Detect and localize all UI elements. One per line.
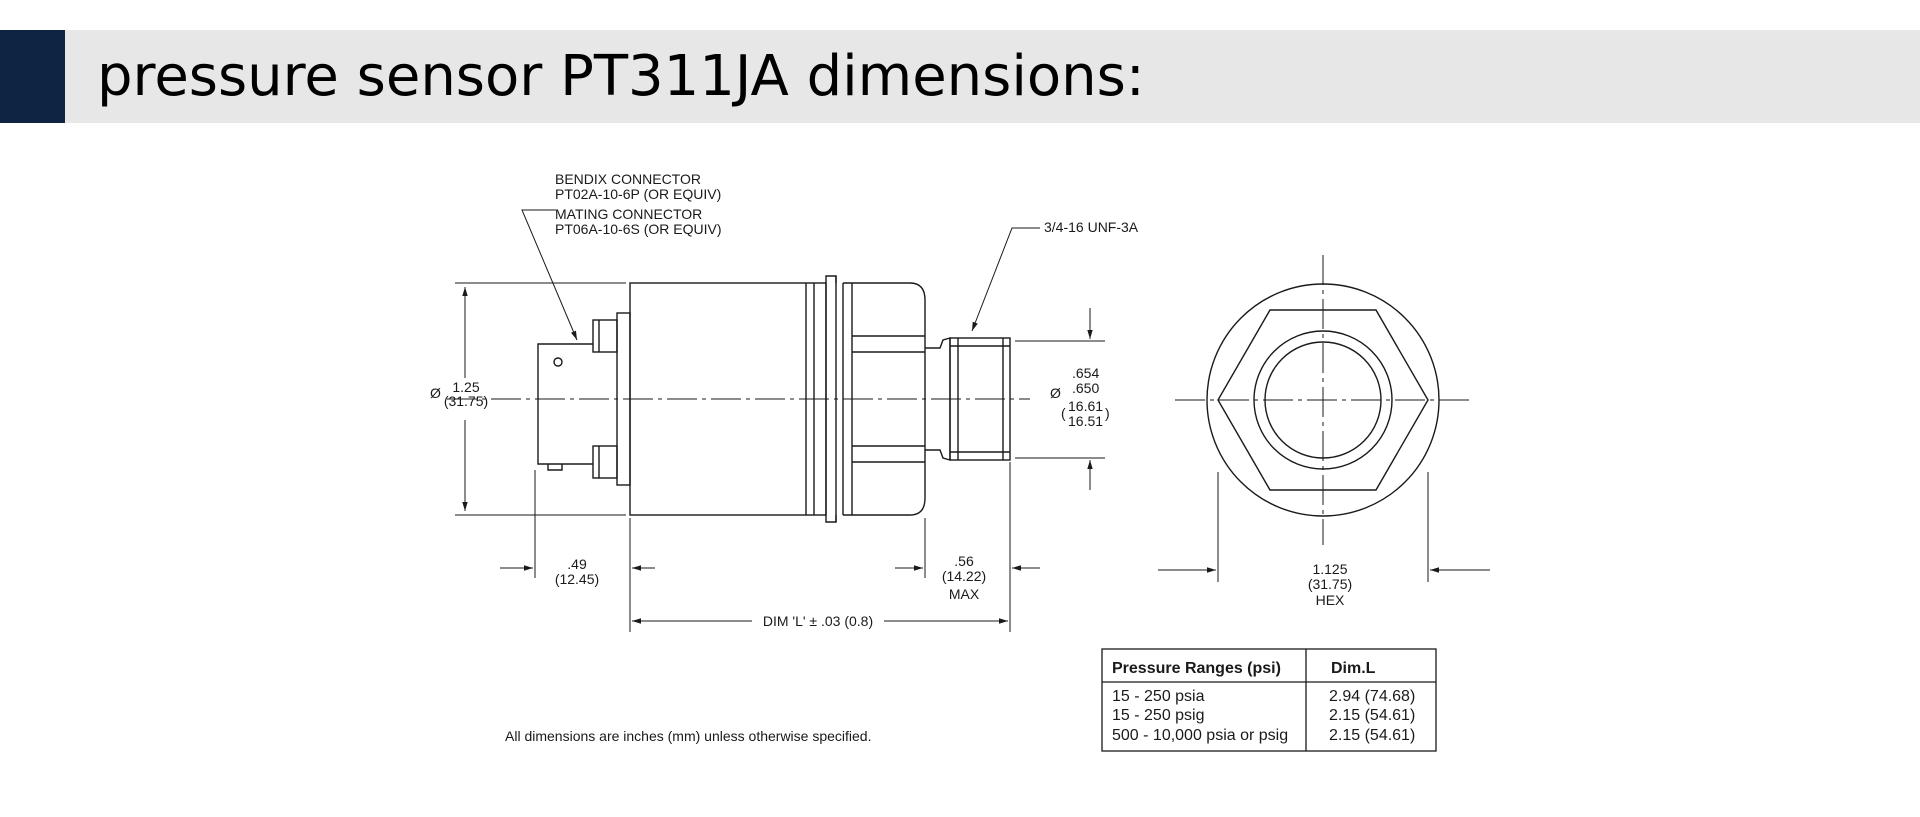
hex-section (843, 282, 926, 516)
thread-callout: 3/4-16 UNF-3A (1044, 219, 1139, 235)
port-outer-circle (1253, 330, 1393, 470)
body-dia-symbol: Ø (430, 385, 441, 401)
port-dia-in: .650 (1072, 380, 1099, 396)
connector-key (547, 464, 563, 471)
table-cell: 2.94 (74.68) (1329, 688, 1415, 705)
threaded-port (949, 337, 1011, 461)
connector-callout: BENDIX CONNECTOR (555, 171, 701, 187)
port-inner-circle (1264, 341, 1382, 459)
title-accent (0, 30, 65, 123)
end-dimensions (1158, 472, 1490, 582)
table-header: Dim.L (1331, 660, 1376, 677)
connector-len-in: .49 (567, 556, 587, 572)
connector-pin-box (592, 319, 618, 353)
port-dia-paren: ) (1105, 405, 1110, 421)
connector-pin-box (592, 445, 618, 479)
hex-mm: (31.75) (1308, 576, 1352, 592)
port-dia-in: .654 (1072, 365, 1099, 381)
title-bar: pressure sensor PT311JA dimensions: (0, 30, 1920, 123)
pressure-range-table: Pressure Ranges (psi) Dim.L 15 - 250 psi… (1101, 648, 1437, 752)
connector-receptacle (537, 343, 593, 465)
drawing-labels: BENDIX CONNECTOR PT02A-10-6P (OR EQUIV) … (430, 171, 1352, 744)
table-cell: 15 - 250 psia (1112, 688, 1205, 705)
connector-key-hole (553, 357, 563, 367)
table-header: Pressure Ranges (psi) (1112, 660, 1281, 677)
groove-notch (825, 515, 837, 523)
hex-in: 1.125 (1312, 561, 1347, 577)
port-len-note: MAX (949, 586, 980, 602)
hex-label: HEX (1316, 592, 1345, 608)
connector-callout: PT06A-10-6S (OR EQUIV) (555, 221, 722, 237)
port-dia-symbol: Ø (1050, 385, 1061, 401)
body-dia-in: 1.25 (452, 379, 479, 395)
table-cell: 15 - 250 psig (1112, 707, 1205, 724)
table-cell: 2.15 (54.61) (1329, 707, 1415, 724)
connector-len-mm: (12.45) (555, 571, 599, 587)
overall-len-label: DIM 'L' ± .03 (0.8) (763, 613, 873, 629)
connector-callout: MATING CONNECTOR (555, 206, 702, 222)
table-cell: 500 - 10,000 psia or psig (1112, 727, 1288, 744)
port-dia-mm: 16.61 (1068, 398, 1103, 414)
connector-callout: PT02A-10-6P (OR EQUIV) (555, 186, 721, 202)
end-view (1175, 255, 1470, 545)
port-dia-paren: ( (1061, 405, 1066, 421)
connector-flange (616, 312, 631, 486)
units-note: All dimensions are inches (mm) unless ot… (505, 728, 871, 744)
page-title: pressure sensor PT311JA dimensions: (97, 44, 1145, 109)
side-view (447, 275, 1030, 523)
groove-notch (825, 275, 837, 283)
body-dia-mm: (31.75) (444, 393, 488, 409)
port-len-mm: (14.22) (942, 568, 986, 584)
thread-leader (971, 227, 1040, 332)
port-len-in: .56 (954, 553, 974, 569)
hex-outline (1217, 309, 1429, 491)
side-dimensions (455, 209, 1105, 632)
hex-outer-circle (1206, 283, 1440, 517)
table-cell: 2.15 (54.61) (1329, 727, 1415, 744)
connector-leader (521, 209, 578, 341)
port-dia-mm: 16.51 (1068, 413, 1103, 429)
